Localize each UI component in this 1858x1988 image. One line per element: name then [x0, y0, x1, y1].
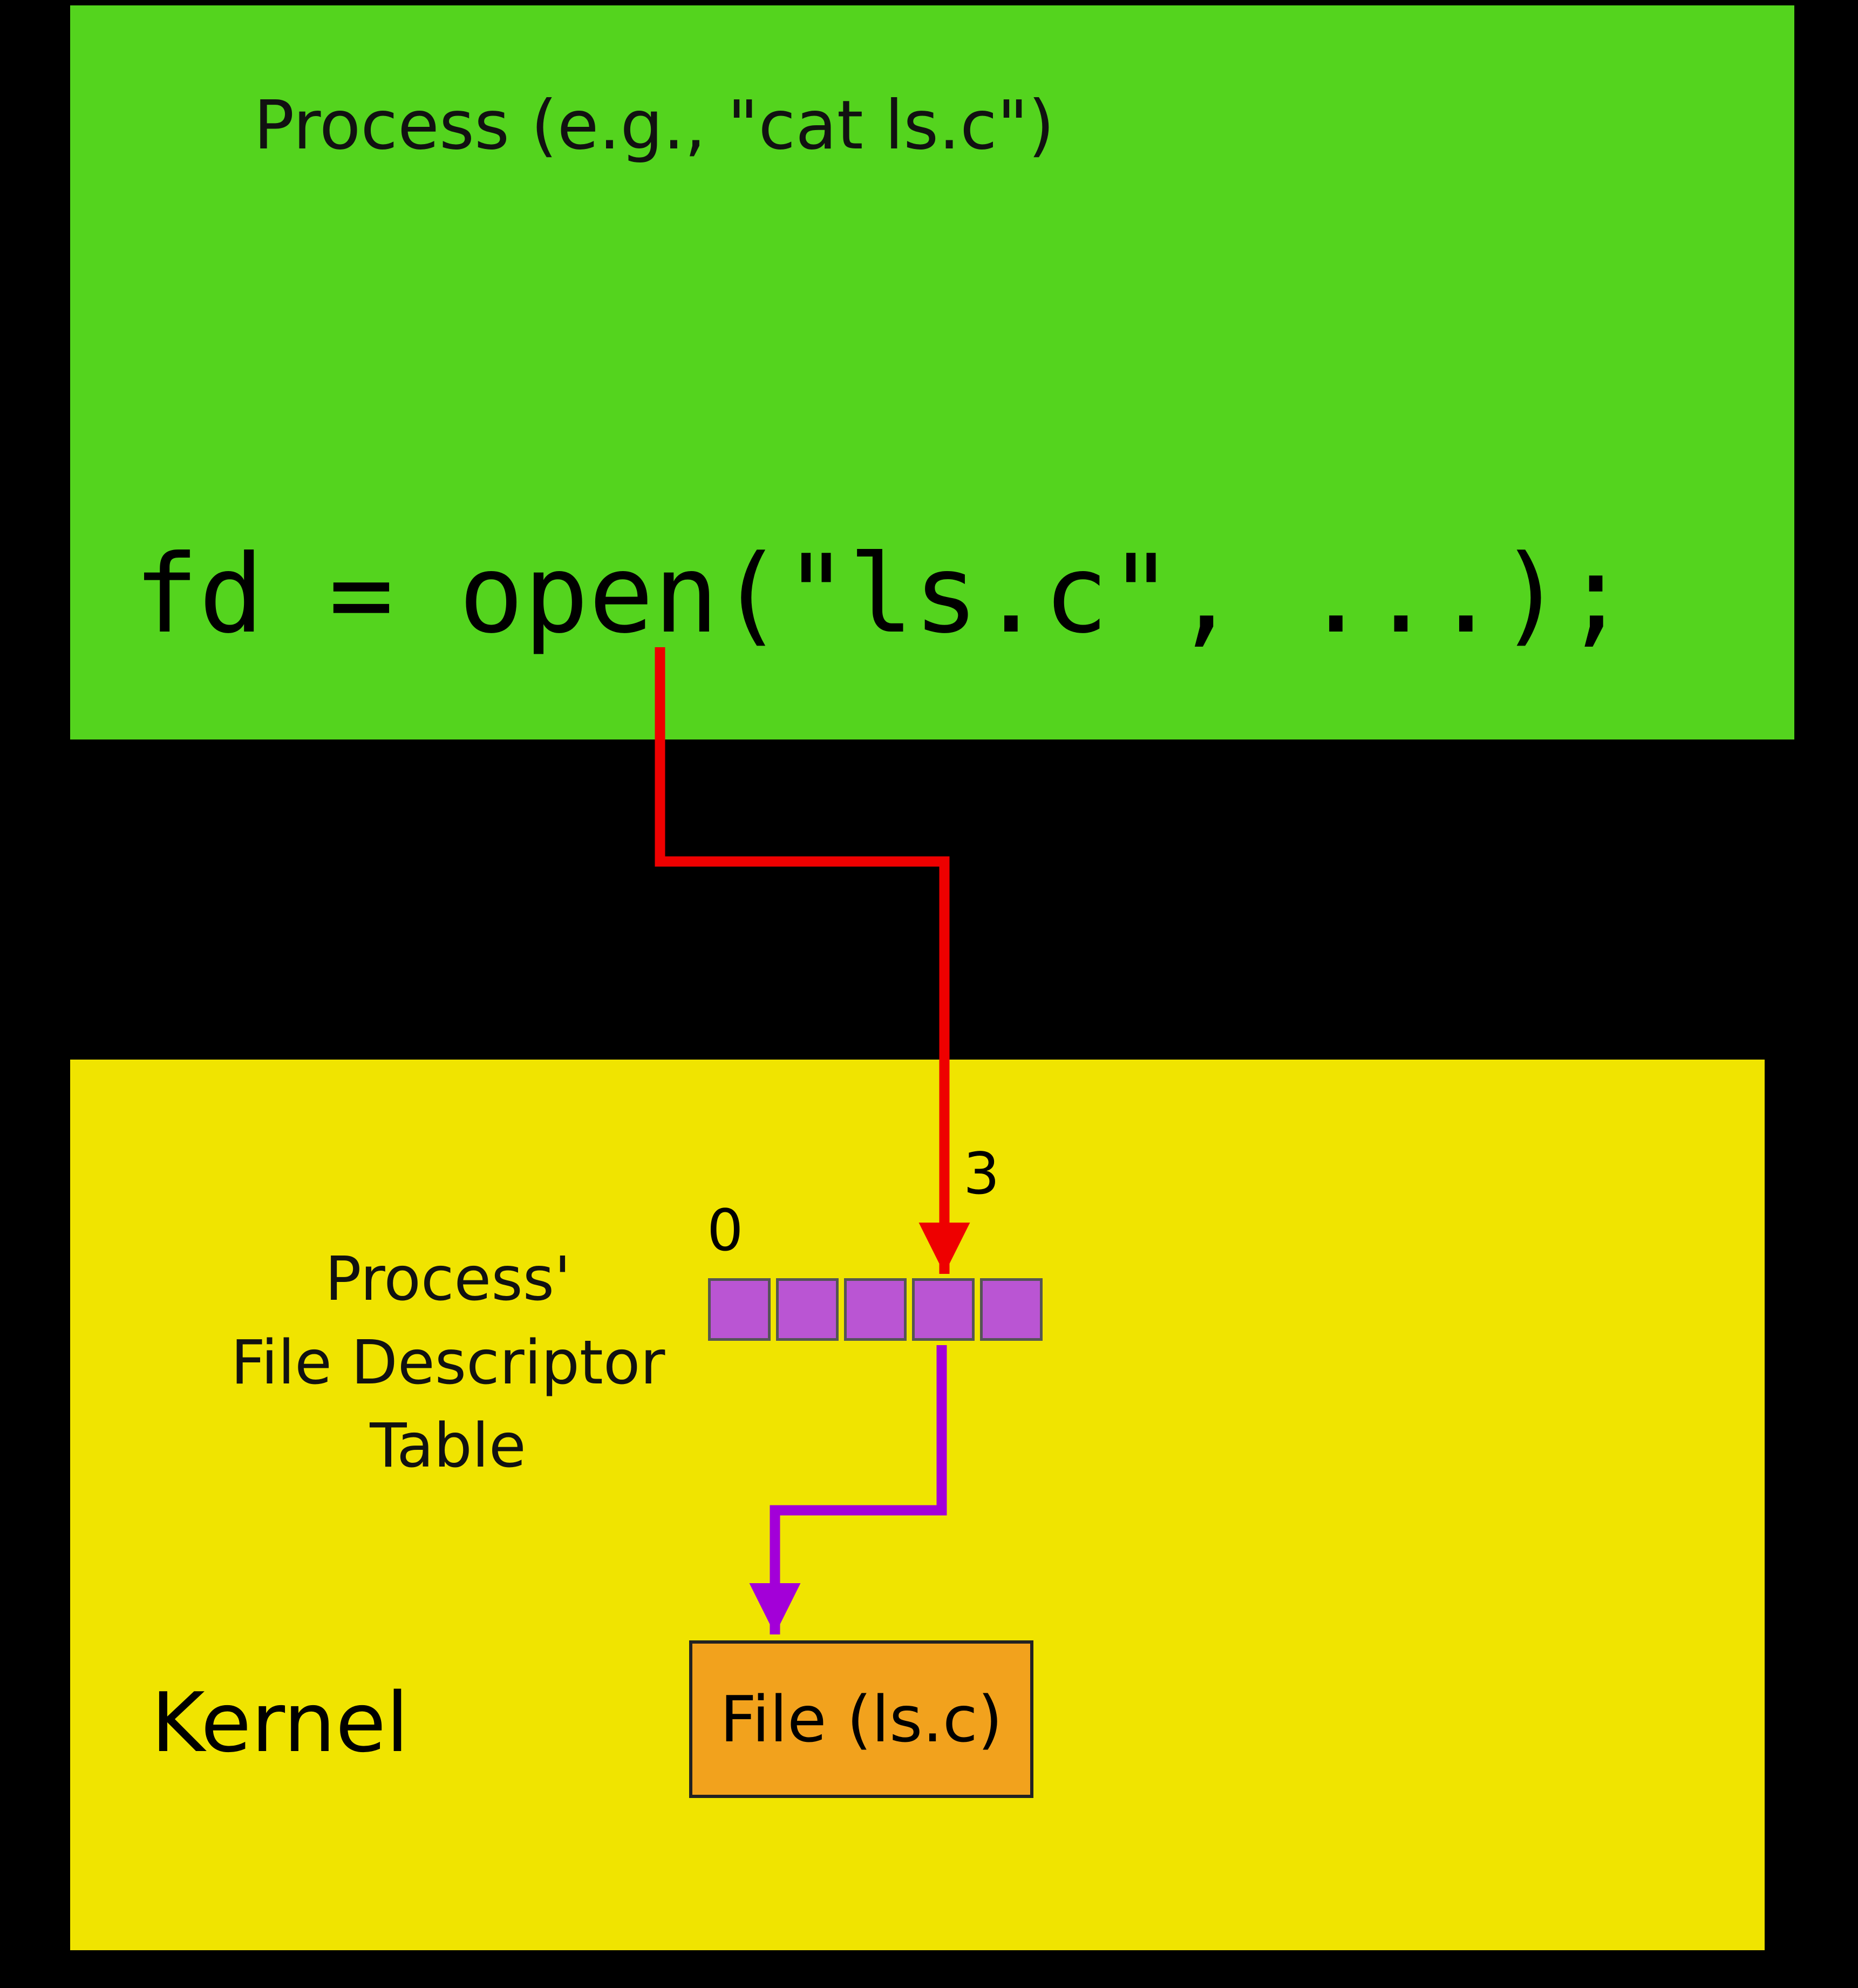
fd-table-label-line2: File Descriptor: [230, 1327, 665, 1398]
fd-index-0-label: 0: [707, 1197, 744, 1264]
fd-table: [708, 1278, 1043, 1341]
file-object-box: File (ls.c): [689, 1640, 1033, 1798]
fd-slot: [980, 1278, 1043, 1341]
fd-index-3-label: 3: [963, 1141, 1000, 1207]
process-title: Process (e.g., "cat ls.c"): [254, 86, 1055, 165]
process-box: Process (e.g., "cat ls.c") fd = open("ls…: [70, 5, 1794, 739]
kernel-box: 0 3 Process' File Descriptor Table Kerne…: [70, 1060, 1765, 1950]
fd-slot: [844, 1278, 907, 1341]
fd-slot: [912, 1278, 975, 1341]
open-call-code: fd = open("ls.c", ...);: [134, 532, 1629, 657]
kernel-label: Kernel: [151, 1675, 409, 1770]
fd-slot: [776, 1278, 839, 1341]
fd-table-label-line3: Table: [370, 1411, 526, 1482]
fd-slot: [708, 1278, 771, 1341]
fd-table-label-line1: Process': [325, 1244, 571, 1314]
file-object-label: File (ls.c): [720, 1682, 1003, 1756]
fd-table-label: Process' File Descriptor Table: [205, 1238, 691, 1488]
